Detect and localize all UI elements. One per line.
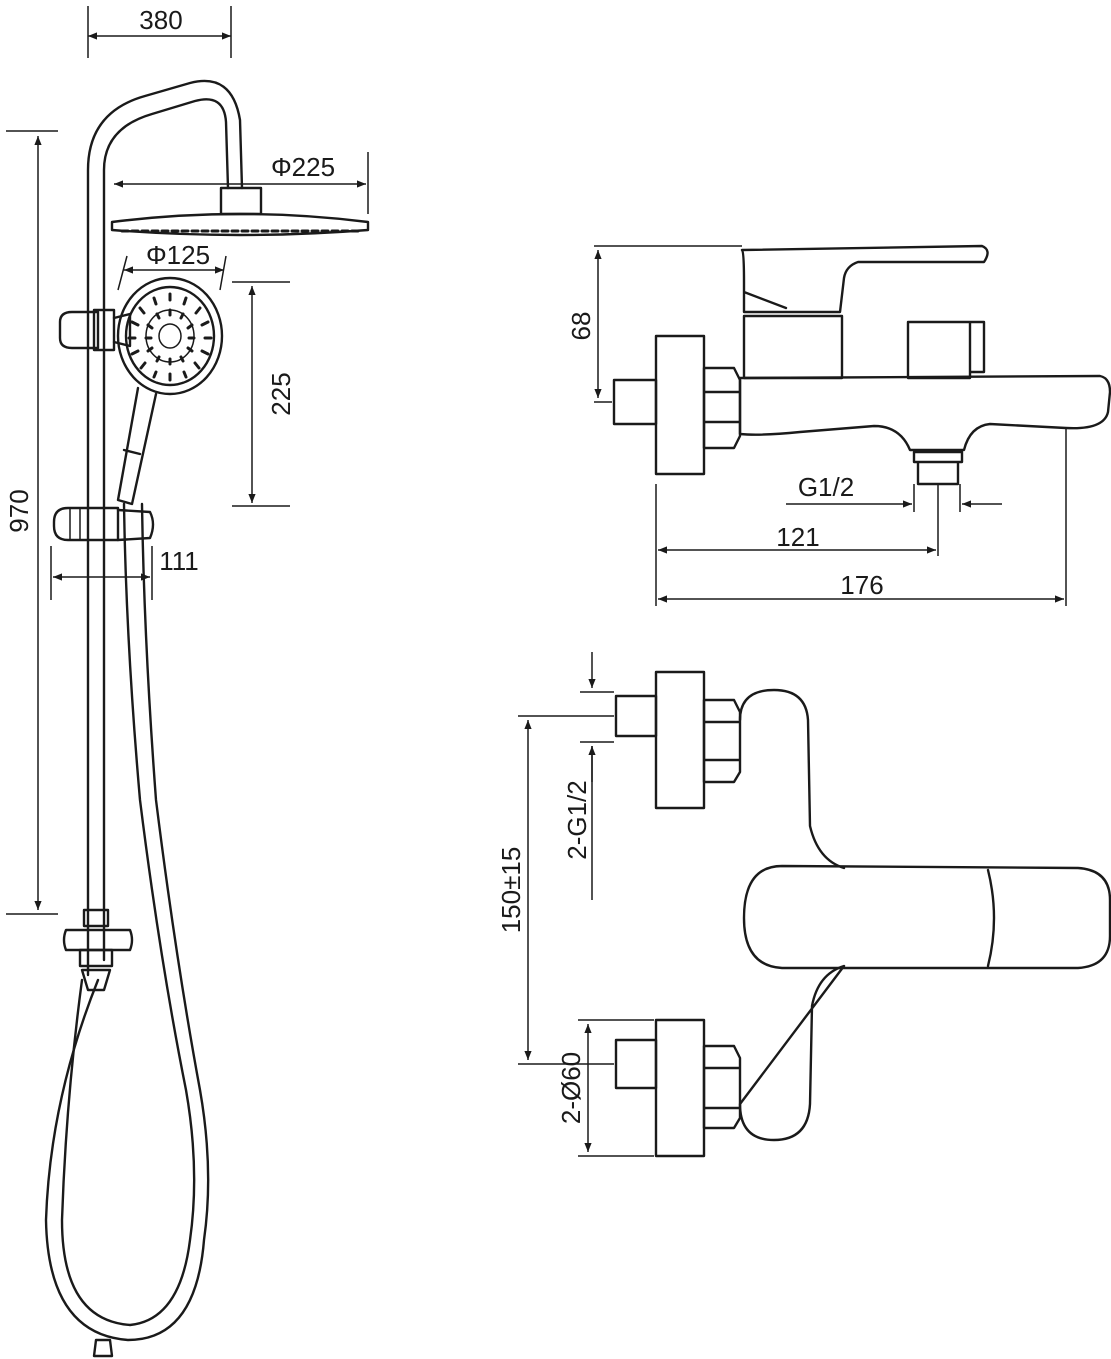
dim-width: 380: [87, 5, 232, 58]
side-flange: [654, 334, 706, 476]
riser-pipe: [86, 79, 244, 977]
front-lower-nut: [702, 1044, 742, 1130]
dim-spout-center: 121: [655, 484, 939, 606]
dim-inlet-thread-label: 2-G1/2: [562, 780, 592, 860]
shower-hose: [60, 502, 196, 1327]
dim-height-label: 970: [4, 489, 34, 532]
head-connector: [219, 186, 263, 216]
dim-thread: G1/2: [786, 472, 1002, 512]
bath-mixer-side-view: 68 G1/2 121 176: [566, 244, 1111, 606]
front-upper-inlet: [614, 694, 658, 738]
dim-flange-diameter: 2-Ø60: [556, 1019, 654, 1157]
front-lower-inlet: [614, 1038, 658, 1090]
dim-hand-drop: 225: [232, 281, 296, 507]
dim-side-height-label: 68: [566, 312, 596, 341]
lower-holder: [52, 506, 155, 542]
dim-offset: 111: [50, 546, 199, 600]
dim-spout-center-label: 121: [776, 522, 819, 552]
side-hex-nut: [702, 366, 742, 450]
dim-inlet-thread: 2-G1/2: [562, 652, 614, 900]
dim-side-length: 176: [658, 428, 1067, 606]
front-upper-flange: [654, 670, 706, 810]
front-body: [738, 688, 846, 1142]
dim-width-label: 380: [139, 5, 182, 35]
dim-center-distance-label: 150±15: [496, 847, 526, 934]
dim-hand-diameter: Φ125: [117, 240, 227, 291]
bottom-outlet: [62, 908, 134, 992]
side-body: [738, 374, 1111, 452]
front-lower-flange: [654, 1018, 706, 1158]
dim-offset-label: 111: [159, 546, 199, 576]
dim-thread-label: G1/2: [798, 472, 854, 502]
hand-shower-nozzles: [127, 292, 213, 382]
dim-flange-diameter-label: 2-Ø60: [556, 1052, 586, 1124]
dim-head-diameter-label: Φ225: [271, 152, 335, 182]
dim-side-length-label: 176: [840, 570, 883, 600]
side-inlet: [612, 378, 658, 426]
dim-hand-drop-label: 225: [266, 372, 296, 415]
bath-mixer-front-view: 2-G1/2 150±15 2-Ø60: [496, 652, 1111, 1158]
dim-side-height: 68: [566, 245, 742, 403]
front-upper-nut: [702, 698, 742, 784]
riser-pipe-inner: [102, 98, 230, 962]
side-cartridge: [742, 314, 844, 380]
shower-column: 380 Φ225 Φ125 225 970 111: [4, 5, 370, 1358]
shower-hose-inner: [44, 502, 210, 1342]
dim-height: 970: [4, 130, 58, 915]
dim-center-distance: 150±15: [496, 715, 614, 1065]
rain-shower-head: [110, 212, 370, 237]
hose-end: [92, 1338, 114, 1358]
dim-hand-diameter-label: Φ125: [146, 240, 210, 270]
side-lever: [740, 244, 989, 314]
dim-head-diameter: Φ225: [114, 152, 369, 214]
hand-shower: [116, 276, 224, 506]
front-lever: [742, 864, 1111, 970]
side-outlet: [912, 450, 964, 486]
side-diverter: [906, 320, 986, 380]
